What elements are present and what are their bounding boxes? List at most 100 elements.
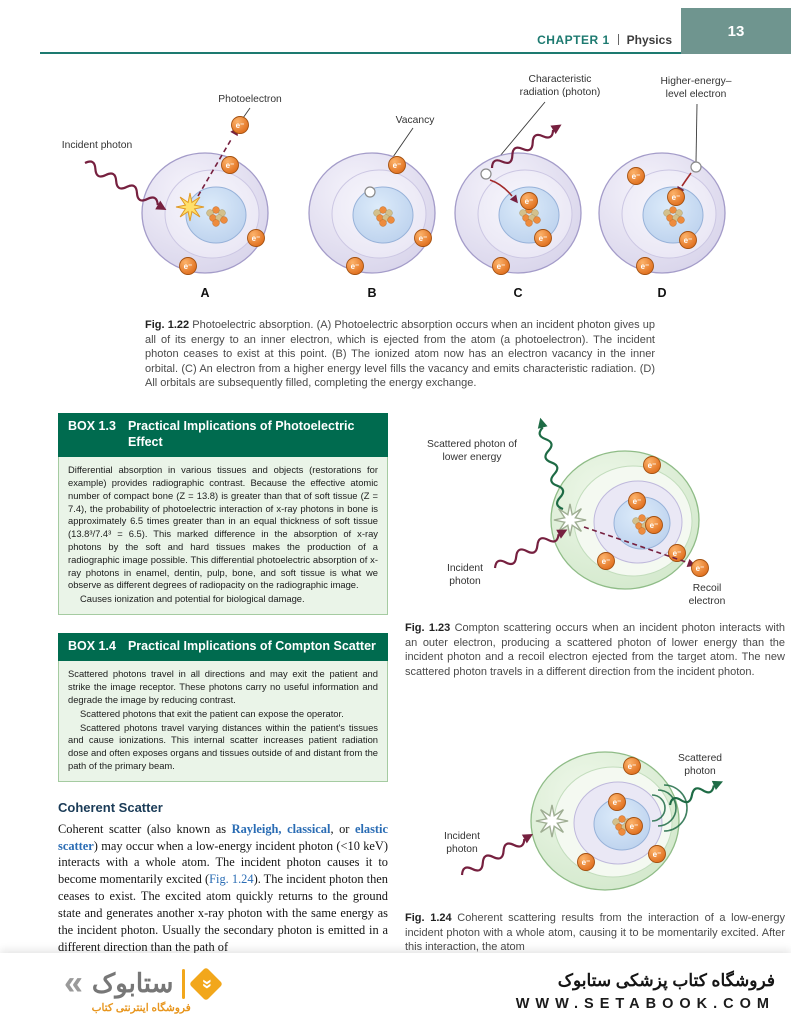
- electron-transition-arrow: [681, 172, 692, 187]
- watermark-banner: « ستابوک « فروشگاه اینترنتی کتاب فروشگاه…: [0, 953, 791, 1029]
- label-scattered-photon: Scattered photon: [677, 753, 723, 777]
- body-text-segment: , or: [330, 821, 355, 836]
- box-1-4-paragraph: Scattered photons travel varying distanc…: [68, 721, 378, 771]
- higher-level-circle: [690, 161, 702, 173]
- electron: [608, 793, 626, 811]
- emission-arc: [657, 789, 677, 827]
- electron: [645, 516, 663, 534]
- box-1-3-paragraph: Differential absorption in various tissu…: [68, 464, 378, 591]
- emission-arc: [651, 794, 666, 822]
- fig-1-24-caption-text: Coherent scattering results from the int…: [405, 912, 785, 954]
- box-1-3-number: BOX 1.3: [68, 419, 116, 433]
- vacancy-circle: [480, 168, 492, 180]
- label-incident-photon: Incident photon: [61, 140, 133, 151]
- electron: [667, 188, 685, 206]
- chapter-label: CHAPTER 1: [537, 33, 610, 47]
- box-1-4-paragraph: Scattered photons travel in all directio…: [68, 668, 378, 706]
- header-divider: [617, 34, 619, 45]
- fig-1-22-caption-label: Fig. 1.22: [145, 319, 190, 331]
- label-recoil-electron: Recoil electron: [688, 583, 726, 607]
- box-1-3-header: BOX 1.3 Practical Implications of Photoe…: [58, 413, 388, 458]
- electron: [520, 192, 538, 210]
- fig-1-24-caption-label: Fig. 1.24: [405, 912, 452, 924]
- fig-1-23-caption-text: Compton scattering occurs when an incide…: [405, 622, 785, 678]
- label-photoelectron: Photoelectron: [218, 94, 282, 105]
- coherent-scatter-heading: Coherent Scatter: [58, 799, 163, 815]
- fig-1-22-caption: Fig. 1.22 Photoelectric absorption. (A) …: [145, 318, 655, 391]
- running-header: CHAPTER 1 Physics: [40, 33, 672, 47]
- electron-transition-arrow: [489, 179, 513, 197]
- body-text-segment: Coherent scatter (also known as: [58, 821, 232, 836]
- setabook-logo: « ستابوک « فروشگاه اینترنتی کتاب: [64, 966, 224, 1014]
- fig-1-23-caption-label: Fig. 1.23: [405, 622, 451, 634]
- store-info: فروشگاه کتاب پزشکی ستابوک WWW.SETABOOK.C…: [516, 971, 775, 1012]
- box-1-4: BOX 1.4 Practical Implications of Compto…: [58, 632, 388, 782]
- body-text-segment: ). The incident photon then ceases to ex…: [58, 872, 388, 954]
- panel-letter-d: D: [657, 286, 667, 300]
- connector-line: [242, 107, 251, 119]
- electron: [179, 257, 197, 275]
- recoil-electron: [691, 559, 709, 577]
- page-number-tab: 13: [681, 8, 791, 54]
- electron: [346, 257, 364, 275]
- figure-1-23: Scattered photon of lower energy Inciden…: [400, 413, 785, 679]
- box-1-3-title: Practical Implications of Photoelectric …: [127, 419, 355, 449]
- atom-d: [599, 153, 725, 273]
- fig-1-24-caption: Fig. 1.24 Coherent scattering results fr…: [405, 911, 785, 955]
- box-1-3-body: Differential absorption in various tissu…: [58, 457, 388, 615]
- electron: [388, 156, 406, 174]
- electron: [625, 817, 643, 835]
- label-higher-energy-electron: Higher-energy– level electron: [660, 76, 732, 100]
- box-1-4-number: BOX 1.4: [68, 638, 116, 653]
- chapter-title: Physics: [626, 33, 672, 47]
- panel-letter-c: C: [513, 286, 523, 300]
- label-scattered-photon: Scattered photon of lower energy: [427, 439, 517, 463]
- electron: [636, 257, 654, 275]
- electron: [492, 257, 510, 275]
- box-1-3: BOX 1.3 Practical Implications of Photoe…: [58, 413, 388, 615]
- fig-1-24-diagram: [458, 735, 726, 903]
- fig-1-22-caption-text: Photoelectric absorption. (A) Photoelect…: [145, 319, 655, 390]
- store-website-link[interactable]: WWW.SETABOOK.COM: [515, 995, 775, 1012]
- link-rayleigh-classical[interactable]: Rayleigh, classical: [231, 821, 331, 836]
- logo-name: ستابوک: [91, 968, 174, 998]
- box-1-4-paragraph: Scattered photons that exit the patient …: [80, 707, 344, 719]
- box-1-4-title: Practical Implications of Compton Scatte…: [127, 638, 376, 653]
- box-1-4-header: BOX 1.4 Practical Implications of Compto…: [58, 632, 388, 662]
- logo-divider: [182, 968, 186, 999]
- store-title: فروشگاه کتاب پزشکی ستابوک: [557, 970, 775, 990]
- vacancy-circle: [364, 186, 376, 198]
- link-fig-1-24[interactable]: Fig. 1.24: [209, 872, 254, 887]
- fig-1-23-caption: Fig. 1.23 Compton scattering occurs when…: [405, 621, 785, 679]
- electron: [643, 456, 661, 474]
- electron: [623, 757, 641, 775]
- logo-tagline: فروشگاه اینترنتی کتاب: [91, 1002, 191, 1014]
- atom-c: [455, 153, 581, 273]
- logo-diamond-icon: «: [189, 966, 224, 1001]
- photoelectron-electron: [231, 116, 249, 134]
- electron: [648, 845, 666, 863]
- electron: [627, 167, 645, 185]
- emission-arc: [663, 784, 688, 832]
- electron: [577, 853, 595, 871]
- fig-1-22-diagram: [81, 101, 751, 275]
- box-1-4-body: Scattered photons travel in all directio…: [58, 661, 388, 782]
- panel-letter-b: B: [367, 286, 377, 300]
- electron: [221, 156, 239, 174]
- photoelectron-path: [197, 137, 233, 197]
- atom-b: [309, 153, 435, 273]
- atom-a: [142, 153, 268, 273]
- label-vacancy: Vacancy: [395, 115, 435, 126]
- coherent-scatter-paragraph: Coherent scatter (also known as Rayleigh…: [58, 821, 388, 956]
- electron: [628, 492, 646, 510]
- box-1-3-paragraph: Causes ionization and potential for biol…: [80, 593, 305, 605]
- interaction-burst: [535, 804, 569, 838]
- interaction-burst: [175, 192, 205, 222]
- label-characteristic-radiation: Characteristic radiation (photon): [519, 74, 601, 98]
- electron: [247, 229, 265, 247]
- link-elastic-scatter[interactable]: elastic scatter: [58, 821, 388, 853]
- figure-1-22: Photoelectron Incident photon Vacancy Ch…: [40, 68, 751, 316]
- electron: [597, 552, 615, 570]
- recoil-electron-path: [583, 526, 687, 563]
